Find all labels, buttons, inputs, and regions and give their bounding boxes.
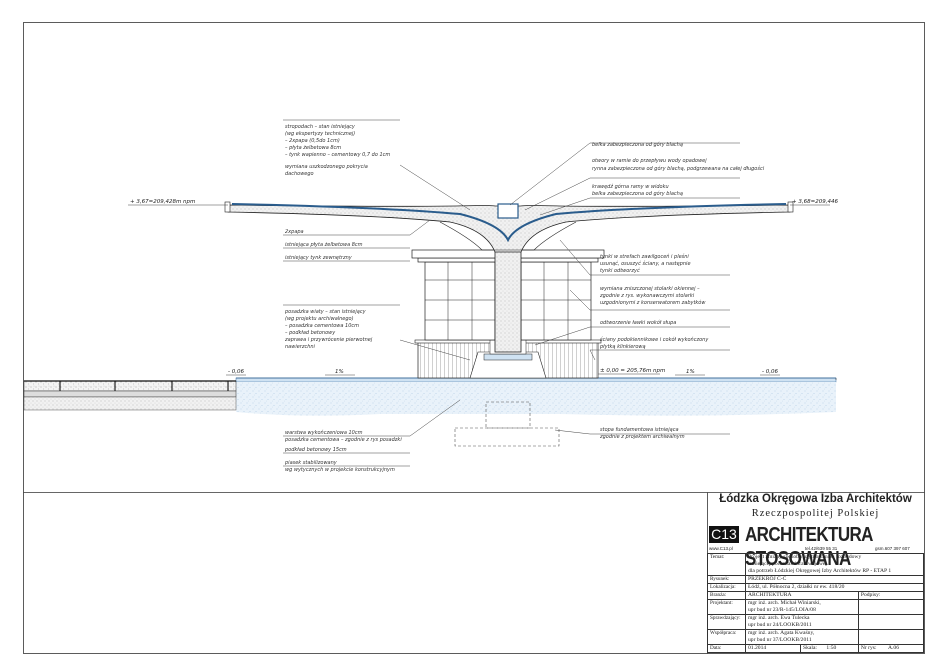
nr-cell: Nr rys: A.06: [857, 644, 925, 653]
value-temat: Projekt zmiany sposobu użytkowania i roz…: [745, 553, 924, 576]
note-stopa-2: zgodnie z projektem archiwalnym: [599, 434, 685, 440]
org-name: Łódzka Okręgowa Izba Architektów: [719, 493, 912, 505]
note-posadzka-6: nawierzchni: [285, 344, 316, 350]
note-otwory-2: rynna zabezpieczona od góry blachą, podg…: [592, 165, 765, 172]
note-posadzka-2: (wg projektu archiwalnego): [285, 316, 354, 322]
data-value: 01.2014: [748, 645, 767, 651]
note-tynki-3: tynki odtworzyć: [600, 267, 640, 274]
c13-logo: C13: [709, 526, 739, 543]
note-posadzka-4: – podkład betonowy: [285, 330, 336, 336]
ground: [23, 377, 837, 416]
row-temat: Temat: Projekt zmiany sposobu użytkowani…: [707, 553, 924, 576]
value-rysunek: PRZEKRÓJ C-C: [745, 575, 924, 584]
note-bottom-3: podkład betonowy 15cm: [284, 447, 347, 453]
value-data: 01.2014: [745, 644, 801, 653]
level-ground-left: - 0,06: [228, 369, 244, 375]
mobile: gsm.607 397 607: [875, 546, 910, 551]
note-sciany-2: płytką klinkierową: [599, 344, 646, 350]
title-block: Łódzka Okręgowa Izba Architektów Rzeczpo…: [707, 493, 925, 653]
note-lawka: odtworzenie ławki wokół słupa: [600, 319, 676, 326]
note-posadzka-5: zaprawa i przywrócenie pierwotnej: [284, 336, 373, 343]
nr-value: A.06: [887, 645, 899, 651]
notes-right: belka zabezpieczona od góry blachą otwor…: [592, 141, 765, 440]
phone: tel.42/639 55 31: [805, 546, 838, 551]
note-krawedz-2: belka zabezpieczona od góry blachą: [592, 190, 683, 197]
podpisy-label: Podpisy:: [857, 591, 925, 600]
skala-cell: Skala: 1:50: [800, 644, 859, 653]
note-bottom-4: piasek stabilizowany: [284, 460, 338, 466]
note-stropodach-2: (wg ekspertyzy technicznej): [285, 131, 355, 137]
signature-sprawdzajacy: [857, 614, 925, 630]
org-subtitle: Rzeczpospolitej Polskiej: [751, 508, 880, 519]
website[interactable]: www.C13.pl: [709, 546, 733, 551]
level-left-roof: + 3,67=209,428m npm: [130, 199, 195, 205]
value-wspolpraca: mgr inż. arch. Agata Kwaśny, upr bud nr …: [745, 629, 859, 645]
note-stropodach-5: – tynk wapienno – cementowy 0,7 do 1cm: [285, 152, 390, 158]
note-bottom-2: posadzka cementowa – zgodnie z rys posad…: [284, 437, 402, 443]
key-sprawdzajacy: Sprawdzający:: [707, 614, 746, 630]
note-bottom-1: warstwa wykończeniowa 10cm: [285, 429, 363, 436]
row-sprawdzajacy: Sprawdzający: mgr inż. arch. Ewa Tulecka…: [707, 614, 925, 630]
roof-canopy: [224, 201, 794, 253]
note-stolarka-3: uzgodnionymi z konserwatorem zabytków: [600, 299, 706, 306]
slope-right: 1%: [686, 369, 695, 375]
note-posadzka-1: posadzka wiaty – stan istniejący: [284, 309, 367, 315]
value-lokalizacja: Łódź, ul. Północna 2, działki nr ew. 418…: [745, 583, 924, 592]
row-branza: Branża: ARCHITEKTURA Podpisy:: [707, 591, 925, 600]
slope-left: 1%: [335, 369, 344, 375]
note-bottom-5: wg wytycznych w projekcie konstrukcyjnym: [285, 467, 395, 473]
foundation-footing: [454, 401, 560, 447]
note-stropodach-3: – 2xpapa (0,5do 1cm): [285, 138, 340, 144]
key-lokalizacja: Lokalizacja:: [707, 583, 746, 592]
notes-left: stropodach – stan istniejący (wg ekspert…: [284, 124, 402, 473]
note-otwory-1: otwory w ramie do przepływu wody opadowe…: [592, 158, 707, 164]
row-rysunek: Rysunek: PRZEKRÓJ C-C: [707, 575, 924, 584]
value-sprawdzajacy: mgr inż. arch. Ewa Tulecka upr bud nr 24…: [745, 614, 859, 630]
key-temat: Temat:: [707, 553, 746, 576]
row-data: Data: 01.2014 Skala: 1:50 Nr rys: A.06: [707, 644, 925, 653]
row-wspolpraca: Współpraca: mgr inż. arch. Agata Kwaśny,…: [707, 629, 925, 645]
note-layer-1: 2xpapa: [285, 229, 304, 235]
key-projektant: Projektant:: [707, 599, 746, 615]
key-wspolpraca: Współpraca:: [707, 629, 746, 645]
note-stropodach-4: – płyta żelbetowa 8cm: [285, 145, 341, 151]
key-rysunek: Rysunek:: [707, 575, 746, 584]
value-projektant: mgr inż. arch. Michał Winiarski, upr bud…: [745, 599, 859, 615]
row-projektant: Projektant: mgr inż. arch. Michał Winiar…: [707, 599, 925, 615]
skala-value: 1:50: [826, 645, 837, 651]
nr-label: Nr rys:: [860, 645, 877, 651]
note-stolarka-1: wymiana zniszczonej stolarki okiennej –: [600, 286, 700, 292]
note-wymiana-2: dachowego: [285, 171, 314, 177]
sheet-frame: [23, 22, 925, 654]
key-branza: Branża:: [707, 591, 746, 600]
level-floor: ± 0,00 = 205,76m npm: [600, 368, 665, 374]
note-belka: belka zabezpieczona od góry blachą: [592, 141, 683, 148]
note-stropodach-1: stropodach – stan istniejący: [285, 124, 356, 130]
row-lokalizacja: Lokalizacja: Łódź, ul. Północna 2, dział…: [707, 583, 924, 592]
note-layer-2: istniejąca płyta żelbetowa 8cm: [285, 242, 363, 248]
leader-lines: [128, 119, 830, 467]
note-posadzka-3: – posadzka cementowa 10cm: [285, 323, 359, 329]
value-branza: ARCHITEKTURA: [745, 591, 859, 600]
level-markers: + 3,67=209,428m npm + 3,68=209,446 - 0,0…: [130, 199, 838, 375]
signature-projektant: [857, 599, 925, 615]
note-stolarka-2: zgodnie z rys. wykonawczymi stolarki: [599, 293, 695, 299]
signature-wspolpraca: [857, 629, 925, 645]
note-sciany-1: ściany podokiennikowe i cokół wykończony: [600, 336, 709, 343]
note-krawedz-1: krawędź górna ramy w widoku: [592, 183, 669, 190]
title-table: Temat: Projekt zmiany sposobu użytkowani…: [707, 553, 925, 653]
note-wymiana-1: wymiana uszkodzonego pokrycia: [285, 164, 368, 170]
note-layer-3: istniejący tynk zewnętrzny: [285, 255, 353, 261]
note-tynki-2: usunąć, osuszyć ściany, a następnie: [600, 260, 691, 267]
note-tynki-1: tynki w strefach zawilgoceń i pleśni: [600, 253, 689, 260]
note-stopa-1: stopa fundamentowa istniejąca: [600, 427, 679, 433]
level-ground-right: - 0,06: [762, 369, 778, 375]
key-data: Data:: [707, 644, 746, 653]
skala-label: Skala:: [803, 645, 817, 651]
level-right-roof: + 3,68=209,446: [792, 199, 838, 205]
